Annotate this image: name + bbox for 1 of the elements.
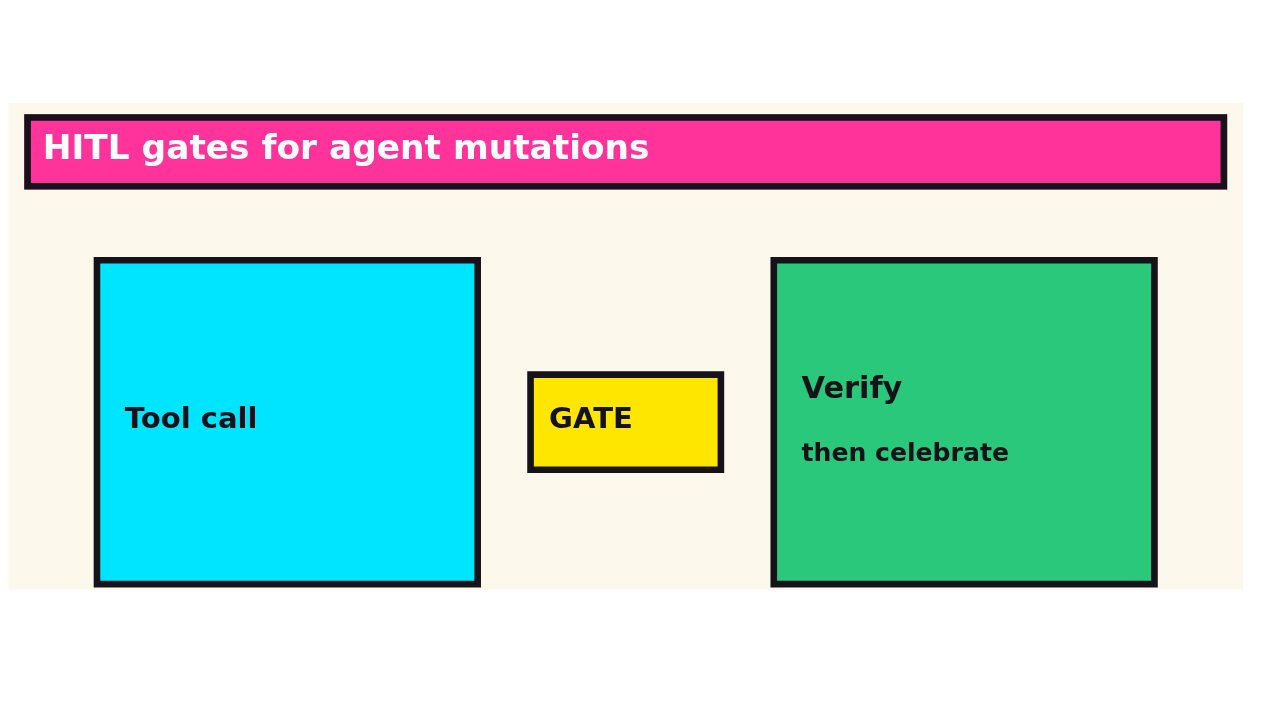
diagram-title: HITL gates for agent mutations [42,126,650,167]
